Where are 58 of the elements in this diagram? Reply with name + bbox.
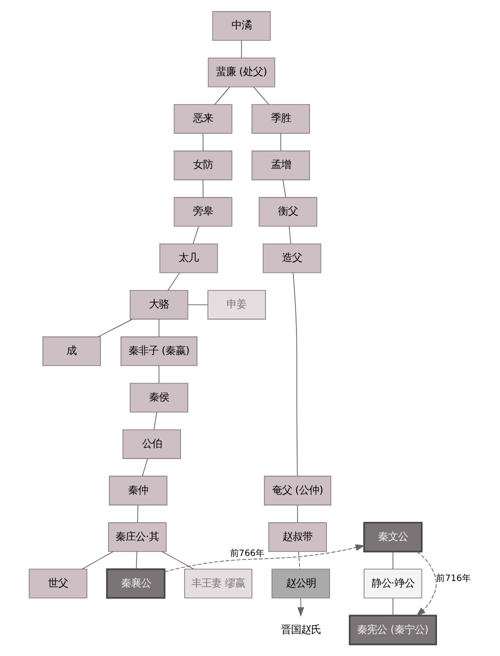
node-box: 秦仲 xyxy=(108,476,168,506)
edge-label: 前716年 xyxy=(436,574,471,584)
connector xyxy=(253,86,270,105)
node-box: 成 xyxy=(42,336,101,366)
node-box: 赵叔带 xyxy=(268,522,327,552)
node-box: 秦襄公 xyxy=(106,568,166,599)
connector xyxy=(292,272,298,476)
arrow xyxy=(164,544,366,572)
node-box: 太几 xyxy=(159,243,218,274)
connector xyxy=(297,504,298,524)
node-box: 旁皋 xyxy=(174,197,232,227)
node-box: 秦非子 (秦嬴) xyxy=(120,336,198,366)
connector xyxy=(282,179,286,198)
connector xyxy=(137,504,138,524)
node-box: 蜚廉 (处父) xyxy=(208,58,276,88)
node-box: 奄父 (公仲) xyxy=(264,476,332,506)
node-box: 公伯 xyxy=(122,429,182,459)
node-box: 季胜 xyxy=(252,104,310,134)
node-box: 大骆 xyxy=(130,290,188,320)
node-box: 申姜 xyxy=(207,290,266,320)
node-box: 赵公明 xyxy=(272,568,330,598)
connector xyxy=(288,226,292,244)
connector xyxy=(158,318,160,338)
connector xyxy=(241,40,242,58)
connector xyxy=(136,551,138,570)
node-box: 秦庄公·其 xyxy=(108,522,167,552)
connector xyxy=(142,458,148,477)
connector xyxy=(202,133,204,152)
arrow xyxy=(416,551,437,616)
connector xyxy=(162,551,194,570)
node-box: 孟增 xyxy=(252,150,310,180)
node-box: 恶来 xyxy=(174,104,232,134)
connector xyxy=(168,272,180,291)
node-box: 静公·竫公 xyxy=(364,568,422,598)
connector xyxy=(158,365,160,384)
connector xyxy=(214,86,230,105)
connector xyxy=(82,551,114,570)
node-box: 造父 xyxy=(262,243,322,274)
node-box: 世父 xyxy=(28,568,88,598)
node-box: 中潏 xyxy=(212,11,271,41)
arrow xyxy=(297,598,304,617)
edge-label: 前766年 xyxy=(230,549,265,560)
node-box: 秦文公 xyxy=(363,522,423,552)
connector xyxy=(188,304,208,306)
connector xyxy=(280,133,282,152)
connector xyxy=(154,412,158,430)
connector xyxy=(392,551,394,570)
connector xyxy=(98,318,133,338)
node-box: 秦宪公 (秦宁公) xyxy=(348,614,437,646)
connector xyxy=(298,551,300,570)
connector xyxy=(192,226,200,244)
connector xyxy=(202,179,204,198)
node-text: 晋国赵氏 xyxy=(280,624,321,636)
node-box: 丰王妻 缪嬴 xyxy=(184,568,252,598)
node-box: 女防 xyxy=(174,150,232,180)
node-box: 衡父 xyxy=(258,197,318,227)
connector xyxy=(392,598,394,616)
node-box: 秦侯 xyxy=(130,382,188,413)
